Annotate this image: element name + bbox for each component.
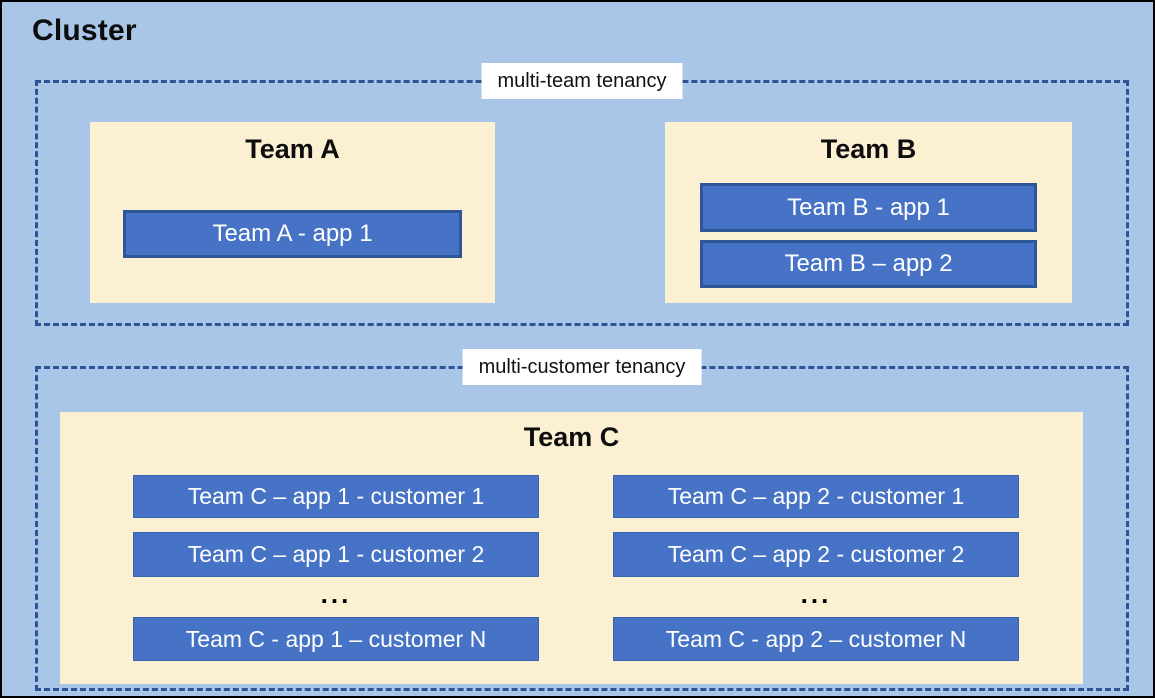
multi-team-tenancy-label: multi-team tenancy: [481, 63, 683, 99]
team-c-title: Team C: [523, 422, 620, 452]
team-a-box: Team A Team A - app 1: [90, 122, 495, 303]
cluster-title: Cluster: [32, 14, 137, 47]
team-c-app-1-customer-2-box: Team C – app 1 - customer 2: [133, 532, 539, 577]
team-c-app1-ellipsis: ...: [320, 579, 352, 609]
team-b-app-1-box: Team B - app 1: [700, 183, 1037, 232]
team-a-title: Team A: [245, 134, 340, 164]
team-c-app-1-customer-n-box: Team C - app 1 – customer N: [133, 617, 539, 661]
team-c-app-2-customer-n-box: Team C - app 2 – customer N: [613, 617, 1019, 661]
multi-customer-tenancy-box: multi-customer tenancy Team C Team C – a…: [35, 349, 1129, 691]
team-c-app2-ellipsis: ...: [800, 579, 832, 609]
team-c-app1-column: Team C – app 1 - customer 1 Team C – app…: [133, 475, 539, 675]
team-c-app-2-customer-2-box: Team C – app 2 - customer 2: [613, 532, 1019, 577]
team-c-box: Team C Team C – app 1 - customer 1 Team …: [60, 412, 1083, 684]
multi-team-tenancy-box: multi-team tenancy Team A Team A - app 1…: [35, 63, 1129, 326]
team-a-app-1-box: Team A - app 1: [123, 210, 462, 258]
team-c-app-2-customer-1-box: Team C – app 2 - customer 1: [613, 475, 1019, 518]
team-c-app2-column: Team C – app 2 - customer 1 Team C – app…: [613, 475, 1019, 675]
team-b-box: Team B Team B - app 1 Team B – app 2: [665, 122, 1072, 303]
team-c-app-1-customer-1-box: Team C – app 1 - customer 1: [133, 475, 539, 518]
team-b-title: Team B: [820, 134, 917, 164]
multi-customer-tenancy-label: multi-customer tenancy: [462, 349, 702, 385]
team-b-app-2-box: Team B – app 2: [700, 240, 1037, 288]
